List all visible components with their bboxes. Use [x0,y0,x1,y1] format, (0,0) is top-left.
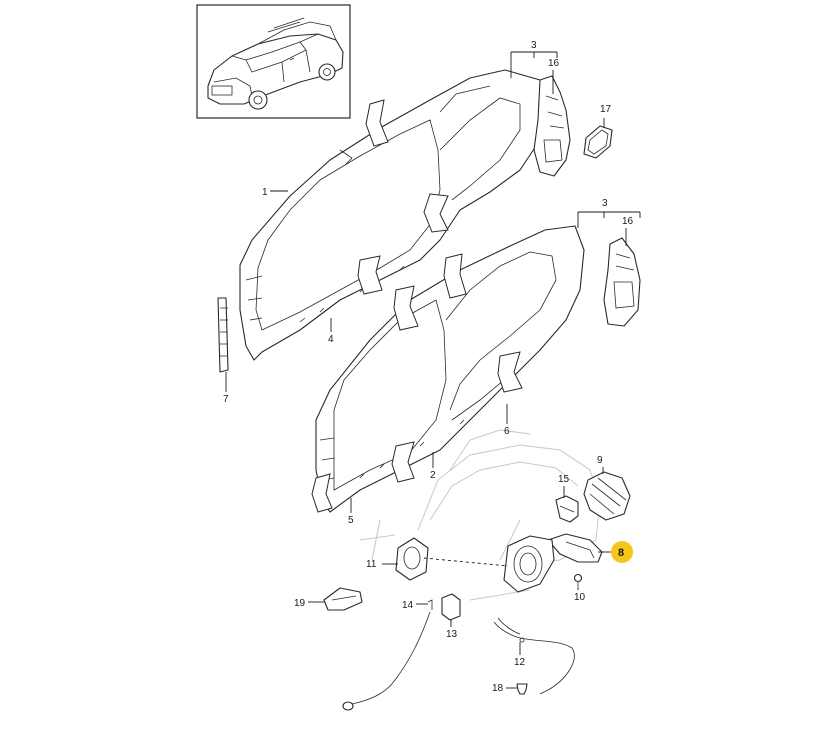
drain-hose [493,617,575,695]
callout-11: 11 [366,559,377,570]
callout-16-upper: 16 [548,58,560,69]
callout-18: 18 [492,683,504,694]
cover-cap [583,125,613,159]
callout-14: 14 [402,600,414,611]
fuel-door-housing [503,535,555,593]
bracket-upper [533,75,571,177]
actuator [441,593,461,621]
callout-1: 1 [262,187,268,198]
screw [573,573,583,588]
callout-6: 6 [504,426,510,437]
mount-bracket [323,587,363,611]
callout-12: 12 [514,657,526,668]
side-frame-upper [239,69,549,361]
seal-strip [217,297,229,373]
callout-19: 19 [294,598,306,609]
bracket-lower [603,237,641,327]
fuel-door-cover [583,471,631,521]
vehicle-thumbnail [196,4,351,119]
callout-17: 17 [600,104,612,115]
callout-3-upper: 3 [531,40,537,51]
callout-10: 10 [574,592,586,603]
callout-5: 5 [348,515,354,526]
callout-3-lower: 3 [602,198,608,209]
callout-4: 4 [328,334,334,345]
callout-8[interactable]: 8 [618,547,624,559]
side-frame-lower [311,225,585,513]
callout-7: 7 [223,394,229,405]
callout-9: 9 [597,455,603,466]
filler-ring [395,537,429,581]
push-clip [516,683,528,695]
callout-15: 15 [558,474,570,485]
highlight-marker[interactable] [611,541,633,563]
clip [555,495,579,523]
callout-2: 2 [430,470,436,481]
release-cable [342,599,433,711]
callout-16-lower: 16 [622,216,634,227]
callout-13: 13 [446,629,458,640]
hinge-arm [547,533,603,563]
callouts: 3 16 17 3 16 1 4 7 6 2 5 9 15 11 10 19 [223,40,641,694]
